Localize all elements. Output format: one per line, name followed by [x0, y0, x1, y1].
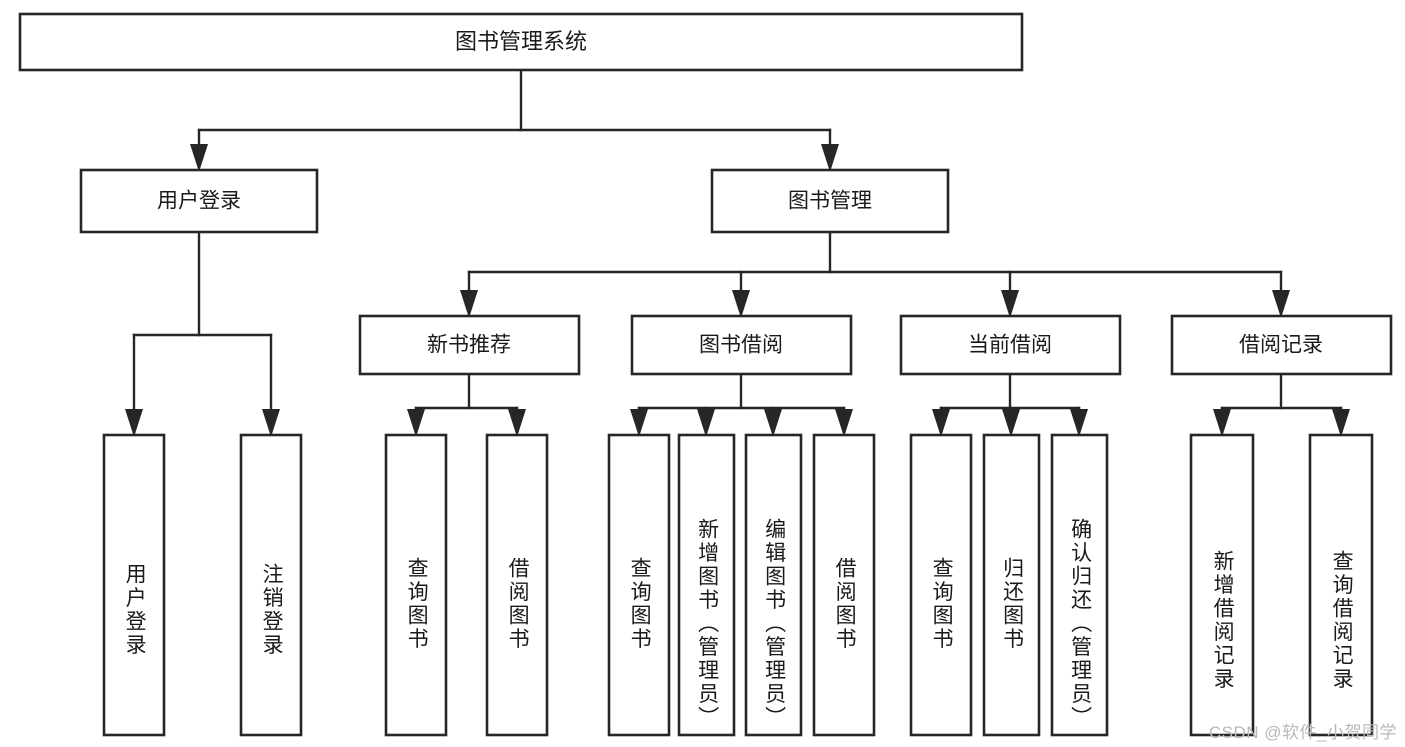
new-book-recommend-label: 新书推荐 — [427, 334, 511, 357]
node-book-borrow[interactable]: 图书借阅 — [630, 314, 853, 376]
arrow-leaf-edit-book-icon — [764, 409, 782, 437]
leaf-borrow-book-1-box[interactable] — [485, 433, 549, 737]
node-current-borrow[interactable]: 当前借阅 — [899, 314, 1122, 376]
leaf-edit-book-box[interactable] — [744, 433, 803, 737]
leaf-user-login-box[interactable] — [102, 433, 166, 737]
user-login-box[interactable] — [79, 168, 319, 234]
arrow-leaf-query-book-3-icon — [932, 409, 950, 437]
arrow-new-book-recommend-icon — [460, 290, 478, 318]
leaf-query-book-1-box[interactable] — [384, 433, 448, 737]
arrow-leaf-query-record-icon — [1332, 409, 1350, 437]
borrow-record-box[interactable] — [1170, 314, 1393, 376]
node-new-book-recommend[interactable]: 新书推荐 — [358, 314, 581, 376]
node-book-management[interactable]: 图书管理 — [710, 168, 950, 234]
arrow-leaf-user-login-icon — [125, 409, 143, 437]
arrow-leaf-confirm-return-icon — [1070, 409, 1088, 437]
borrow-record-label: 借阅记录 — [1239, 334, 1323, 357]
leaf-query-record-box[interactable] — [1308, 433, 1374, 737]
root-label: 图书管理系统 — [455, 29, 587, 54]
arrow-leaf-borrow-book-1-icon — [508, 409, 526, 437]
node-borrow-record[interactable]: 借阅记录 — [1170, 314, 1393, 376]
arrow-leaf-add-book-icon — [697, 409, 715, 437]
leaf-query-book-3-box[interactable] — [909, 433, 973, 737]
leaf-confirm-return-box[interactable] — [1050, 433, 1109, 737]
node-user-login[interactable]: 用户登录 — [79, 168, 319, 234]
arrow-leaf-borrow-book-2-icon — [835, 409, 853, 437]
leaf-box-layer[interactable] — [102, 433, 1374, 737]
book-management-label: 图书管理 — [788, 190, 872, 213]
root-box[interactable] — [18, 12, 1024, 72]
leaf-borrow-book-2-box[interactable] — [812, 433, 876, 737]
arrow-to-book-management-icon — [821, 144, 839, 172]
arrow-leaf-add-record-icon — [1213, 409, 1231, 437]
arrow-book-borrow-icon — [732, 290, 750, 318]
arrow-leaf-logout-icon — [262, 409, 280, 437]
node-root[interactable]: 图书管理系统 — [18, 12, 1024, 72]
leaf-return-book-box[interactable] — [982, 433, 1041, 737]
watermark-text: CSDN @软件_小贺同学 — [1208, 723, 1397, 742]
arrow-leaf-return-book-icon — [1002, 409, 1020, 437]
new-book-recommend-box[interactable] — [358, 314, 581, 376]
book-borrow-box[interactable] — [630, 314, 853, 376]
current-borrow-label: 当前借阅 — [968, 334, 1052, 357]
leaf-logout-box[interactable] — [239, 433, 303, 737]
leaf-query-book-2-box[interactable] — [607, 433, 671, 737]
arrow-current-borrow-icon — [1001, 290, 1019, 318]
arrow-leaf-query-book-2-icon — [630, 409, 648, 437]
connector-layer — [125, 68, 1350, 437]
current-borrow-box[interactable] — [899, 314, 1122, 376]
arrow-to-user-login-icon — [190, 144, 208, 172]
leaf-add-record-box[interactable] — [1189, 433, 1255, 737]
arrow-borrow-record-icon — [1272, 290, 1290, 318]
book-borrow-label: 图书借阅 — [699, 334, 783, 357]
arrow-leaf-query-book-1-icon — [407, 409, 425, 437]
book-management-box[interactable] — [710, 168, 950, 234]
leaf-add-book-box[interactable] — [677, 433, 736, 737]
user-login-label: 用户登录 — [157, 190, 241, 213]
